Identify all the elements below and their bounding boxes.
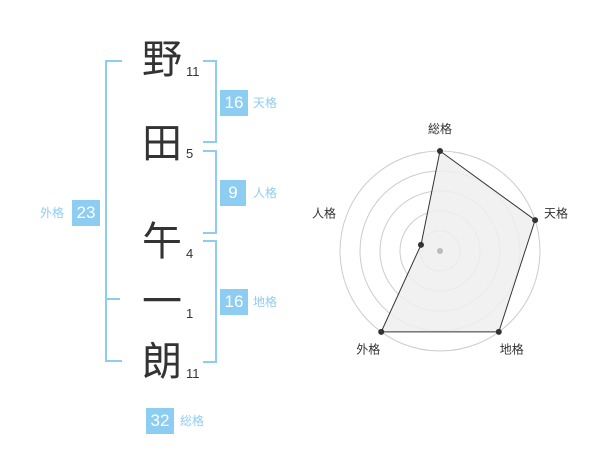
jinkaku-label: 人格 [253, 186, 278, 200]
chikaku-label: 地格 [253, 295, 278, 309]
tenkaku-label: 天格 [253, 96, 278, 110]
chikaku-value: 16 [220, 289, 248, 315]
name-char-2: 田 [142, 121, 182, 167]
radar-point-4 [378, 328, 385, 335]
name-char-4: 一 [142, 279, 182, 325]
tenkaku-value: 16 [220, 90, 248, 116]
radar-point-3 [495, 328, 502, 335]
stroke-count-5: 11 [186, 366, 200, 381]
radar-axis-label-2: 天格 [544, 205, 568, 220]
soukaku-value: 32 [146, 408, 174, 434]
stroke-count-3: 4 [186, 246, 194, 261]
radar-center-dot [437, 248, 443, 254]
stroke-count-2: 5 [186, 146, 194, 161]
name-char-1: 野 [142, 37, 182, 83]
radar-series-area [380, 150, 536, 333]
name-char-5: 朗 [142, 339, 182, 385]
soukaku-label: 総格 [180, 414, 205, 428]
jinkaku-bracket [203, 150, 217, 234]
gaikaku-label: 外格 [40, 206, 65, 220]
radar-axis-label-4: 外格 [356, 342, 380, 357]
name-char-3: 午 [142, 219, 182, 265]
gaikaku-value: 23 [72, 200, 100, 226]
stroke-count-4: 1 [186, 306, 194, 321]
radar-point-5 [417, 241, 424, 248]
radar-point-2 [532, 217, 539, 224]
chikaku-bracket [203, 240, 217, 363]
radar-point-1 [437, 148, 443, 154]
gaikaku-divider [105, 298, 120, 300]
radar-axis-label-5: 人格 [312, 205, 336, 220]
radar-axis-label-3: 地格 [500, 342, 524, 357]
tenkaku-bracket [203, 60, 217, 143]
jinkaku-value: 9 [220, 180, 246, 206]
radar-axis-label-1: 総格 [428, 121, 452, 136]
stroke-count-1: 11 [186, 64, 200, 79]
gaikaku-bracket [105, 60, 122, 362]
